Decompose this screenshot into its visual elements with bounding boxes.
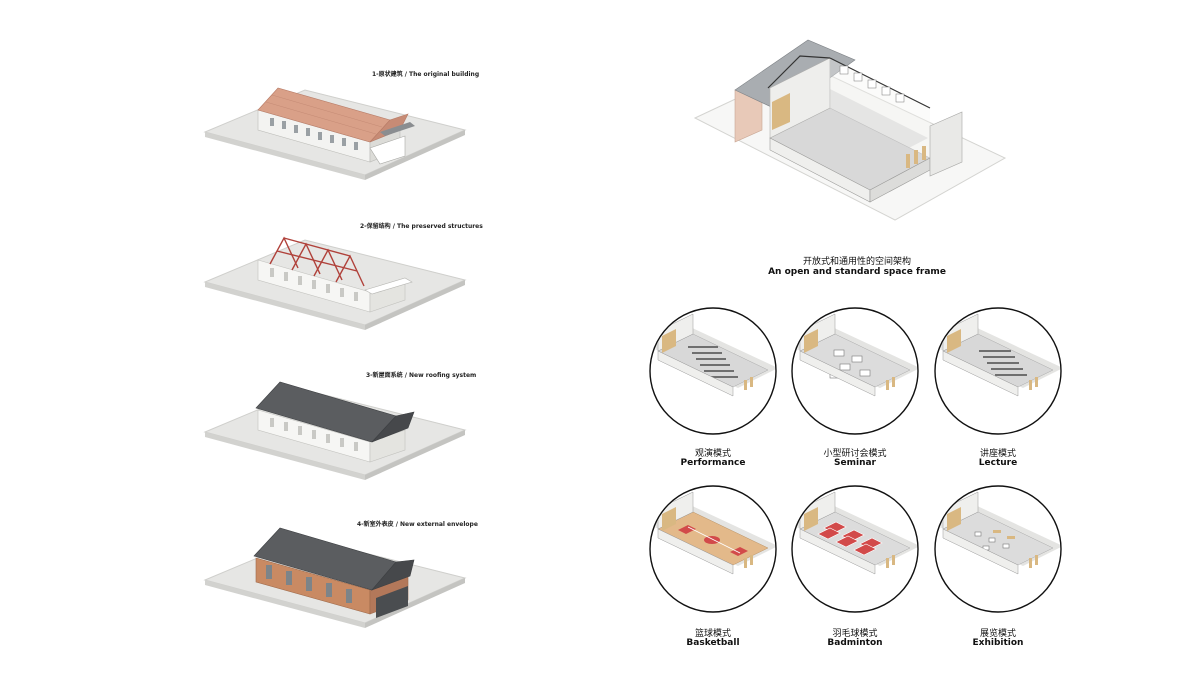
stage-1-original-building bbox=[203, 87, 467, 180]
mode-circle-lecture bbox=[933, 306, 1063, 436]
mode-circle-badminton bbox=[790, 484, 920, 614]
badminton-mode-illustration bbox=[791, 485, 919, 613]
mode-exhibition-en: Exhibition bbox=[972, 638, 1024, 648]
mode-badminton-zh: 羽毛球模式 bbox=[832, 629, 878, 639]
mode-performance-zh: 观演模式 bbox=[694, 449, 731, 459]
main-caption-zh: 开放式和通用性的空间架构 bbox=[802, 257, 911, 267]
mode-badminton-en: Badminton bbox=[827, 638, 883, 648]
space-frame-cutaway bbox=[693, 39, 1007, 221]
mode-seminar-zh: 小型研讨会模式 bbox=[823, 449, 887, 459]
mode-circle-exhibition bbox=[933, 484, 1063, 614]
mode-basketball-en: Basketball bbox=[686, 638, 740, 648]
mode-performance-en: Performance bbox=[680, 458, 746, 468]
main-caption-en: An open and standard space frame bbox=[768, 267, 946, 277]
exhibition-mode-illustration bbox=[934, 485, 1062, 613]
stage-2-label: 2-保留结构 / The preserved structures bbox=[360, 223, 483, 230]
stage-3-label: 3-新屋面系统 / New roofing system bbox=[366, 372, 477, 379]
lecture-mode-illustration bbox=[934, 307, 1062, 435]
mode-circle-seminar bbox=[790, 306, 920, 436]
mode-exhibition-zh: 展览模式 bbox=[979, 629, 1016, 639]
mode-seminar-en: Seminar bbox=[834, 458, 876, 468]
basketball-mode-illustration bbox=[649, 485, 777, 613]
seminar-mode-illustration bbox=[791, 307, 919, 435]
mode-circle-performance bbox=[648, 306, 778, 436]
mode-basketball-zh: 篮球模式 bbox=[694, 629, 731, 639]
performance-mode-illustration bbox=[649, 307, 777, 435]
stage-1-label: 1-原状建筑 / The original building bbox=[372, 71, 480, 78]
mode-lecture-zh: 讲座模式 bbox=[979, 449, 1016, 459]
stage-3-new-roofing-system bbox=[203, 381, 467, 480]
stage-2-preserved-structures bbox=[203, 236, 467, 330]
stage-4-new-external-envelope bbox=[203, 527, 467, 628]
mode-lecture-en: Lecture bbox=[978, 458, 1018, 468]
stage-4-label: 4-新室外表皮 / New external envelope bbox=[357, 521, 478, 528]
mode-circle-basketball bbox=[648, 484, 778, 614]
